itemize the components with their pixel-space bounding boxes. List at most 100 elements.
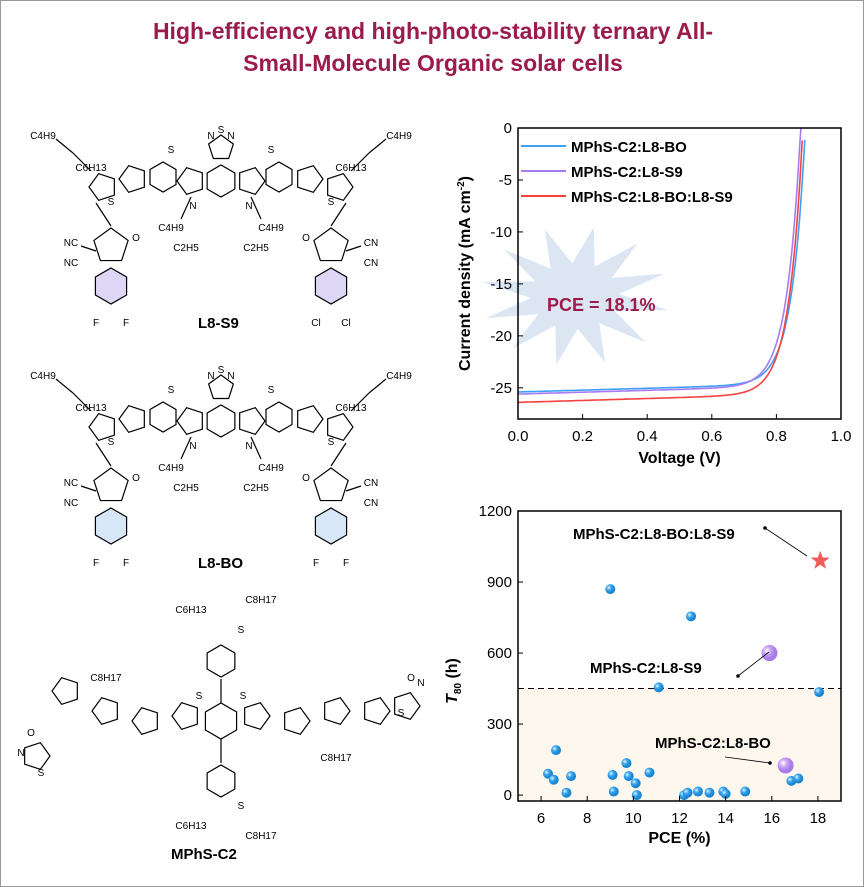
atom-label: N	[207, 131, 214, 142]
cyano-label: CN	[364, 498, 378, 509]
x-tick-label: 18	[810, 810, 827, 827]
y-tick-label: -25	[490, 380, 512, 397]
rhodanine-ring	[394, 691, 421, 721]
indanone-ring	[93, 467, 129, 502]
alkyl-label: C2H5	[243, 243, 269, 254]
y-axis-label: T80 (h)	[444, 658, 464, 704]
x-axis-label: PCE (%)	[648, 830, 710, 847]
alkyl-label: C8H17	[245, 831, 277, 842]
y-axis-label: Current density (mA cm-2)	[456, 176, 474, 371]
thiophene-ring	[131, 706, 158, 736]
atom-label: S	[238, 625, 245, 636]
atom-label: S	[108, 437, 115, 448]
thiophene-ring	[88, 412, 115, 442]
cyano-label: NC	[64, 498, 78, 509]
cyano-label: CN	[364, 238, 378, 249]
literature-point	[653, 682, 664, 693]
literature-point	[630, 778, 641, 789]
alkyl-label: C6H13	[175, 605, 207, 616]
thiophene-ring	[364, 696, 391, 726]
thiophene-ring	[297, 404, 324, 434]
annotation-arrow	[724, 756, 771, 764]
halogen-label: F	[93, 318, 99, 329]
benzo-ring	[94, 507, 128, 545]
x-axis-label: Voltage (V)	[638, 450, 720, 467]
atom-label: S	[240, 691, 247, 702]
halogen-label: Cl	[341, 318, 350, 329]
literature-point	[631, 790, 642, 801]
alkyl-label: C4H9	[258, 463, 284, 474]
x-tick-label: 0.2	[572, 428, 593, 445]
bdt-core-ring	[204, 702, 238, 740]
jv-chart: PCE = 18.1%MPhS-C2:L8-BOMPhS-C2:L8-S9MPh…	[456, 120, 851, 467]
atom-label: N	[207, 371, 214, 382]
bond	[80, 245, 97, 252]
alkyl-label: C4H9	[30, 131, 56, 142]
thiadiazole-ring	[207, 134, 235, 160]
bond	[350, 152, 370, 172]
atom-label: S	[218, 365, 225, 376]
y-tick-label: -20	[490, 328, 512, 345]
atom-label: O	[302, 233, 310, 244]
indanone-ring	[313, 227, 349, 262]
bond	[250, 196, 262, 220]
literature-point	[814, 687, 825, 698]
alkyl-label: C2H5	[173, 483, 199, 494]
literature-point	[561, 787, 572, 798]
x-tick-label: 8	[583, 810, 591, 827]
thiophene-ring	[91, 696, 118, 726]
y-tick-label: -15	[490, 276, 512, 293]
indanone-ring	[93, 227, 129, 262]
core-benzene-ring	[206, 164, 236, 198]
bond	[330, 442, 347, 467]
bond	[72, 152, 92, 172]
halogen-label: F	[313, 558, 319, 569]
bond	[345, 245, 362, 252]
alkyl-label: C6H13	[75, 403, 107, 414]
literature-point	[793, 773, 804, 784]
literature-point	[548, 774, 559, 785]
jv-curve-1	[517, 127, 802, 395]
thiophene-ring	[118, 164, 145, 194]
benzo-ring	[94, 267, 128, 305]
alkyl-label: C4H9	[158, 223, 184, 234]
phenyl-ring	[206, 644, 236, 678]
molecule-name-l8-s9: L8-S9	[198, 315, 239, 332]
alkyl-label: C6H13	[335, 163, 367, 174]
x-tick-label: 0.6	[701, 428, 722, 445]
cyano-label: NC	[64, 478, 78, 489]
thienothiophene-ring	[265, 161, 293, 193]
x-tick-label: 6	[537, 810, 545, 827]
halogen-label: F	[93, 558, 99, 569]
stability-scatter-chart: MPhS-C2:L8-BO:L8-S9MPhS-C2:L8-S9MPhS-C2:…	[444, 503, 842, 847]
y-tick-label: 900	[487, 574, 512, 591]
x-tick-label: 0.4	[637, 428, 658, 445]
atom-label: N	[227, 371, 234, 382]
literature-point	[720, 788, 731, 799]
highlight-label: MPhS-C2:L8-S9	[590, 660, 702, 677]
legend-label-2: MPhS-C2:L8-BO:L8-S9	[571, 189, 733, 206]
halogen-label: Cl	[311, 318, 320, 329]
literature-point	[566, 771, 577, 782]
atom-label: S	[268, 385, 275, 396]
y-tick-label: 600	[487, 645, 512, 662]
bond	[350, 392, 370, 412]
alkyl-label: C4H9	[386, 131, 412, 142]
alkyl-label: C4H9	[30, 371, 56, 382]
atom-label: S	[398, 708, 405, 719]
literature-point	[607, 769, 618, 780]
x-tick-label: 0.0	[508, 428, 529, 445]
starburst-shape	[482, 227, 668, 365]
literature-point	[740, 786, 751, 797]
halogen-label: F	[123, 558, 129, 569]
bond	[95, 202, 112, 227]
atom-label: S	[168, 145, 175, 156]
cyano-label: NC	[64, 238, 78, 249]
highlight-label: MPhS-C2:L8-BO:L8-S9	[573, 526, 735, 543]
thiophene-ring	[244, 701, 271, 731]
benzo-ring	[314, 267, 348, 305]
alkyl-label: C4H9	[258, 223, 284, 234]
atom-label: N	[189, 441, 196, 452]
thiophene-ring	[88, 172, 115, 202]
